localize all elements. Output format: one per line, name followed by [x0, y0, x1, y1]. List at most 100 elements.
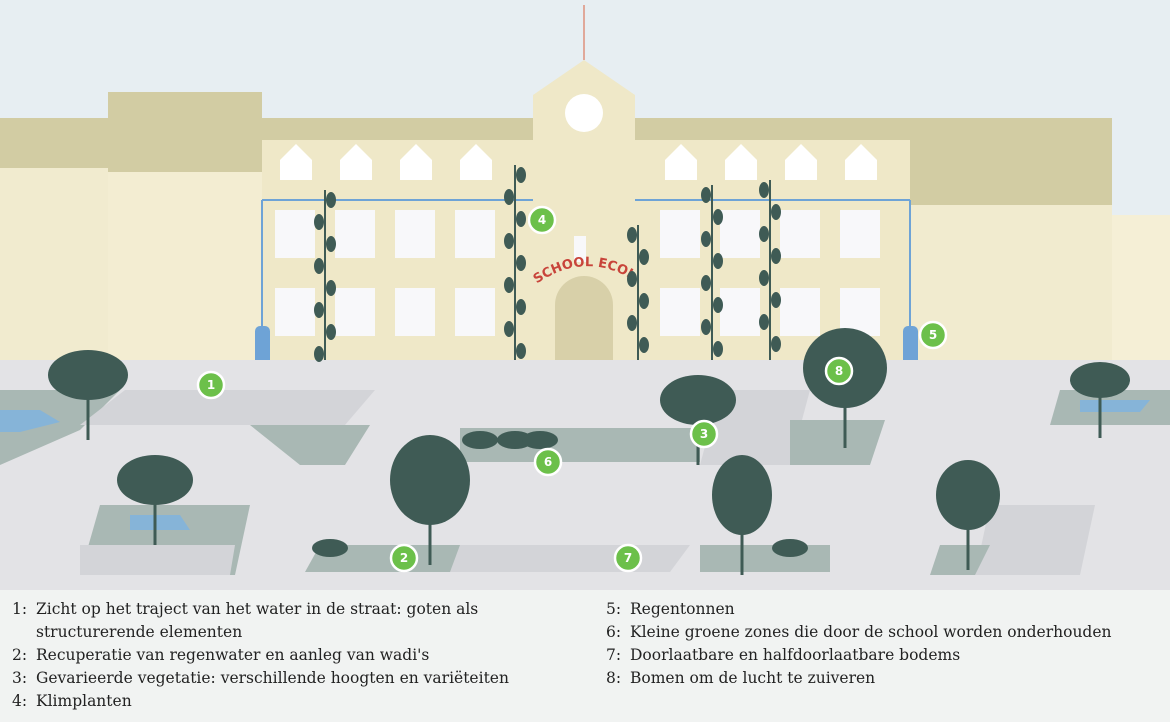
- legend-item-8: 8:Bomen om de lucht te zuiveren: [606, 669, 876, 687]
- vine-leaf: [771, 336, 781, 352]
- tree-trunk: [966, 495, 970, 570]
- legend-item-6: 6:Kleine groene zones die door de school…: [606, 623, 1112, 641]
- left-house: [0, 168, 108, 360]
- vine-leaf: [713, 341, 723, 357]
- vine-leaf: [639, 249, 649, 265]
- marker-1: 1: [196, 370, 226, 400]
- legend-item-3: 3:Gevarieerde vegetatie: verschillende h…: [12, 669, 509, 687]
- vine-leaf: [504, 321, 514, 337]
- legend-item-4: 4:Klimplanten: [12, 692, 132, 710]
- dormer-windows: [280, 144, 877, 180]
- vine-leaf: [326, 280, 336, 296]
- shrub: [462, 431, 498, 449]
- dormer-window: [665, 144, 697, 180]
- window: [455, 288, 495, 336]
- svg-text:5: 5: [929, 328, 937, 342]
- vine-leaf: [771, 248, 781, 264]
- far-right-house: [1112, 215, 1170, 360]
- vine-leaf: [701, 319, 711, 335]
- vine-leaf: [314, 214, 324, 230]
- school-door: [555, 276, 613, 362]
- vine-leaf: [759, 314, 769, 330]
- svg-text:2: 2: [400, 551, 408, 565]
- window: [840, 210, 880, 258]
- marker-7: 7: [613, 543, 643, 573]
- vine-leaf: [701, 231, 711, 247]
- school-windows: [275, 210, 880, 336]
- planting-beds: [0, 390, 1170, 575]
- window: [660, 210, 700, 258]
- window: [275, 210, 315, 258]
- marker-8: 8: [824, 356, 854, 386]
- tree-trunk: [843, 368, 847, 448]
- vine-leaf: [713, 297, 723, 313]
- dormer-window: [280, 144, 312, 180]
- vine-leaf: [639, 293, 649, 309]
- vine-leaf: [326, 192, 336, 208]
- shrub: [312, 539, 348, 557]
- vine-leaf: [326, 324, 336, 340]
- legend-item-7: 7:Doorlaatbare en halfdoorlaatbare bodem…: [606, 646, 961, 664]
- window: [840, 288, 880, 336]
- legend-right-column: 5:Regentonnen 6:Kleine groene zones die …: [606, 598, 1166, 690]
- window: [455, 210, 495, 258]
- vine-leaf: [759, 182, 769, 198]
- tree-trunk: [1098, 380, 1102, 438]
- rain-barrel-left: [255, 326, 270, 366]
- vine-leaf: [639, 337, 649, 353]
- rain-barrel-right: [903, 326, 918, 366]
- vine-leaf: [713, 209, 723, 225]
- tree-trunk: [86, 375, 90, 440]
- vine-leaf: [759, 226, 769, 242]
- marker-2: 2: [389, 543, 419, 573]
- back-building-left-tall: [108, 92, 262, 172]
- tree-trunk: [740, 495, 744, 575]
- marker-3: 3: [689, 419, 719, 449]
- dormer-window: [400, 144, 432, 180]
- window: [574, 236, 586, 262]
- vine-leaf: [627, 271, 637, 287]
- vine-leaf: [516, 211, 526, 227]
- vine-leaf: [771, 204, 781, 220]
- svg-text:6: 6: [544, 455, 552, 469]
- trees: [48, 328, 1130, 575]
- legend-item-1: 1:Zicht op het traject van het water in …: [12, 600, 479, 641]
- window: [780, 210, 820, 258]
- vine-leaf: [516, 299, 526, 315]
- window: [720, 210, 760, 258]
- vine-leaf: [713, 253, 723, 269]
- legend: 1:Zicht op het traject van het water in …: [0, 598, 1170, 722]
- marker-4: 4: [527, 205, 557, 235]
- svg-text:8: 8: [835, 364, 843, 378]
- window: [395, 288, 435, 336]
- vine-leaf: [759, 270, 769, 286]
- svg-text:7: 7: [624, 551, 632, 565]
- vine-leaf: [771, 292, 781, 308]
- vine-leaf: [504, 189, 514, 205]
- shrub: [522, 431, 558, 449]
- vine-leaf: [701, 187, 711, 203]
- window: [780, 288, 820, 336]
- shrub: [497, 431, 533, 449]
- window: [395, 210, 435, 258]
- vine-leaf: [314, 258, 324, 274]
- dormer-window: [460, 144, 492, 180]
- svg-text:1: 1: [207, 378, 215, 392]
- markers: 1 2 3 4 5 6 7 8: [196, 205, 948, 573]
- climbing-plants: [314, 165, 781, 362]
- legend-item-5: 5:Regentonnen: [606, 600, 735, 618]
- dormer-window: [725, 144, 757, 180]
- legend-item-2: 2:Recuperatie van regenwater en aanleg v…: [12, 646, 430, 664]
- window: [275, 288, 315, 336]
- vine-leaf: [504, 233, 514, 249]
- shrub: [772, 539, 808, 557]
- dormer-window: [340, 144, 372, 180]
- vine-leaf: [504, 277, 514, 293]
- vine-leaf: [516, 343, 526, 359]
- vine-leaf: [516, 255, 526, 271]
- svg-text:4: 4: [538, 213, 546, 227]
- vine-leaf: [627, 315, 637, 331]
- tree-trunk: [428, 480, 432, 565]
- tower-clock: [565, 94, 603, 132]
- window: [720, 288, 760, 336]
